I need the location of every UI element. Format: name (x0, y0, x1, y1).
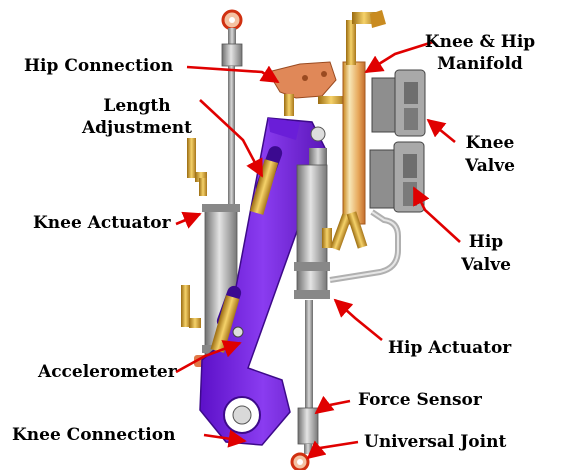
label-manifold-line1: Knee & Hip (424, 32, 536, 52)
label-hip-valve-line2: Valve (461, 255, 511, 275)
arrow-hip-actuator (333, 298, 383, 342)
knee-valve-part (371, 69, 426, 137)
arrow-knee-actuator (175, 211, 202, 229)
arrow-hip-connection (186, 65, 280, 84)
label-accelerometer: Accelerometer (38, 362, 177, 382)
arrow-length-adjustment (199, 99, 264, 178)
label-force-sensor: Force Sensor (358, 390, 482, 410)
callout-arrows (175, 40, 461, 460)
label-knee-connection: Knee Connection (12, 425, 176, 445)
hip-actuator-part (290, 148, 330, 472)
label-length-adjustment-line1: Length (103, 96, 171, 116)
label-hip-connection: Hip Connection (24, 56, 174, 76)
hip-valve-part (369, 141, 425, 213)
arrow-knee-connection (203, 429, 247, 448)
label-manifold-line2: Manifold (437, 54, 523, 74)
arrow-hip-valve (412, 186, 461, 243)
manifold-part (322, 10, 386, 251)
label-universal-joint: Universal Joint (364, 432, 507, 452)
label-length-adjustment-line2: Adjustment (81, 118, 193, 138)
label-hip-actuator: Hip Actuator (388, 338, 512, 358)
hip-bracket (267, 61, 344, 116)
label-knee-valve-line1: Knee (465, 133, 515, 153)
arrow-force-sensor (314, 395, 351, 415)
knee-actuator-fittings (181, 138, 207, 328)
arrow-manifold (364, 40, 434, 74)
label-knee-actuator: Knee Actuator (33, 213, 171, 233)
hydraulic-hose-highlight (329, 211, 399, 281)
length-adjust-plates (210, 159, 279, 353)
arrow-knee-valve (426, 118, 456, 144)
arrow-universal-joint (306, 440, 359, 460)
label-hip-valve-line1: Hip (468, 232, 504, 252)
label-knee-valve-line2: Valve (465, 156, 515, 176)
arrow-accelerometer (175, 340, 242, 374)
